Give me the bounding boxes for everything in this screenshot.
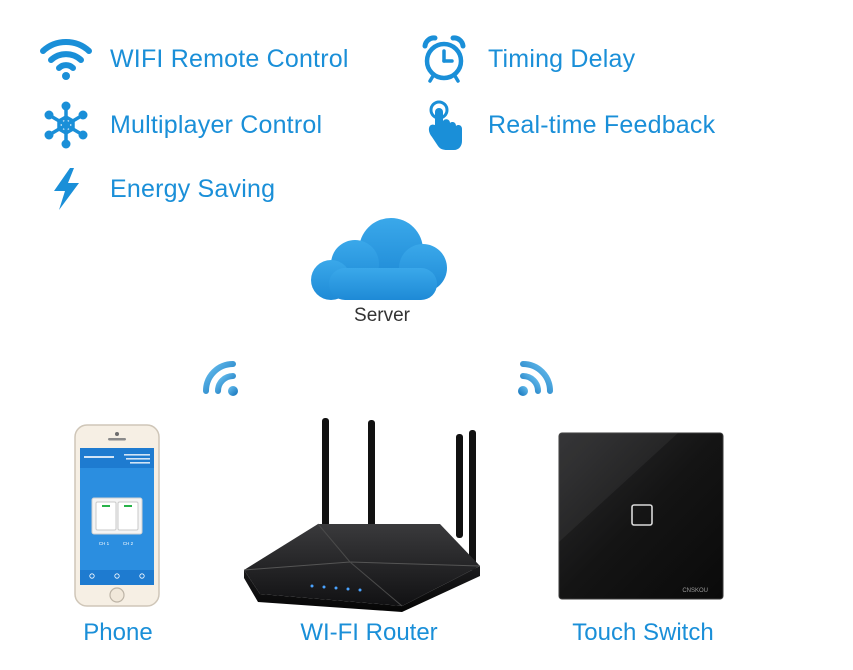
router-label: WI-FI Router bbox=[300, 619, 438, 646]
network-hub-icon bbox=[38, 100, 94, 150]
touch-switch-image: CNSKOU bbox=[558, 432, 724, 600]
feature-energy-saving: Energy Saving bbox=[38, 164, 275, 214]
router-image bbox=[240, 416, 490, 612]
feature-label: Multiplayer Control bbox=[110, 110, 323, 139]
feature-label: Real-time Feedback bbox=[488, 110, 716, 139]
feature-wifi-remote-control: WIFI Remote Control bbox=[38, 34, 349, 84]
switch-brand-label: CNSKOU bbox=[682, 588, 708, 594]
feature-timing-delay: Timing Delay bbox=[416, 34, 635, 84]
phone-label: Phone bbox=[83, 619, 153, 646]
wireless-signal-icon bbox=[196, 354, 242, 400]
feature-label: WIFI Remote Control bbox=[110, 44, 349, 73]
feature-label: Energy Saving bbox=[110, 174, 276, 203]
touch-switch-label: Touch Switch bbox=[572, 619, 714, 646]
lightning-bolt-icon bbox=[38, 164, 94, 214]
phone-switch-label: CH 1 bbox=[99, 541, 110, 546]
alarm-clock-icon bbox=[416, 34, 472, 84]
wireless-signal-icon bbox=[514, 354, 560, 400]
feature-realtime-feedback: Real-time Feedback bbox=[416, 100, 715, 150]
touch-hand-icon bbox=[416, 100, 472, 150]
phone-image: CH 1 CH 2 bbox=[74, 424, 160, 607]
phone-switch-label: CH 2 bbox=[123, 541, 134, 546]
feature-label: Timing Delay bbox=[488, 44, 636, 73]
feature-multiplayer-control: Multiplayer Control bbox=[38, 100, 322, 150]
server-label: Server bbox=[354, 305, 410, 326]
cloud-icon bbox=[305, 210, 457, 306]
wifi-icon bbox=[38, 34, 94, 84]
